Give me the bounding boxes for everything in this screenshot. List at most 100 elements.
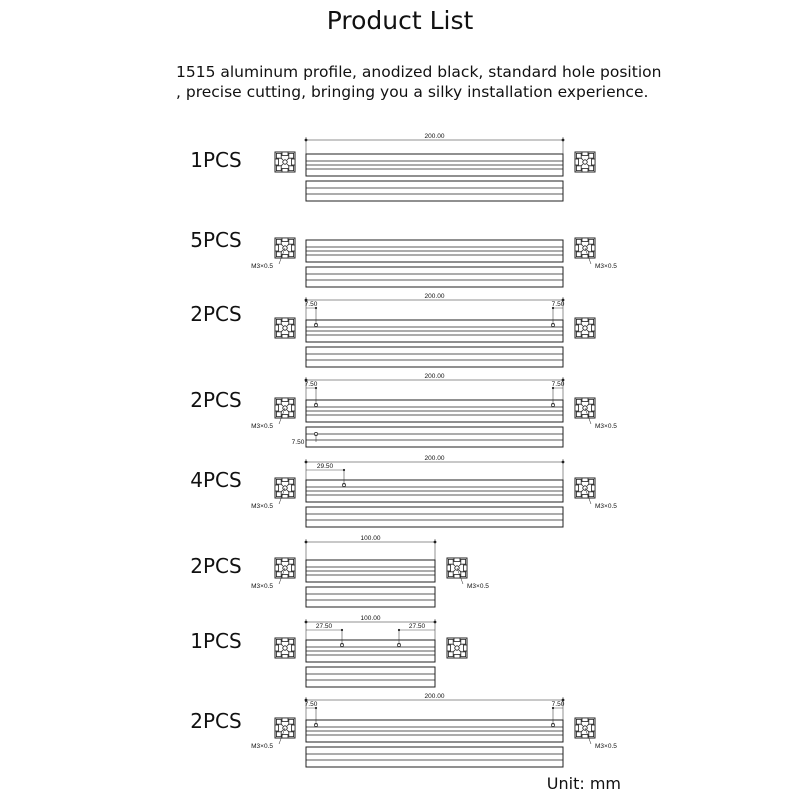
- tap-leader: [584, 407, 592, 425]
- dimension-tick: [304, 460, 308, 464]
- web-line: [280, 403, 284, 407]
- corner-chamber: [460, 639, 467, 645]
- length-label: 100.00: [361, 615, 381, 622]
- corner-chamber: [288, 165, 295, 172]
- left-tap-label: M3×0.5: [251, 503, 273, 510]
- corner-chamber: [460, 571, 467, 577]
- right-end-cross-section: [574, 317, 596, 339]
- corner-chamber: [447, 651, 454, 657]
- tap-leader: [584, 487, 592, 505]
- t-slot: [291, 644, 296, 652]
- dimension-tick: [561, 698, 565, 702]
- corner-chamber: [275, 571, 282, 577]
- web-line: [286, 403, 290, 407]
- t-slot: [574, 484, 579, 492]
- profile-top-view: [305, 180, 564, 202]
- profile-top-view: [305, 266, 564, 288]
- unit-label: Unit: mm: [546, 774, 621, 793]
- web-line: [586, 243, 590, 247]
- left-end-cross-section: [274, 637, 296, 659]
- left-end-cross-section: [274, 151, 296, 173]
- web-line: [580, 157, 584, 161]
- t-slot: [581, 237, 589, 242]
- profile-top-view: [305, 506, 564, 528]
- t-slot: [591, 724, 596, 732]
- web-line: [286, 489, 290, 493]
- center-bore: [282, 645, 288, 651]
- web-line: [280, 563, 284, 567]
- t-slot: [591, 158, 596, 166]
- center-bore: [582, 325, 588, 331]
- corner-chamber: [275, 165, 282, 172]
- corner-chamber: [576, 491, 582, 498]
- web-line: [580, 243, 584, 247]
- t-slot: [291, 244, 296, 252]
- web-line: [280, 723, 284, 727]
- t-slot: [281, 717, 289, 722]
- corner-chamber: [275, 719, 282, 725]
- web-line: [280, 249, 284, 253]
- web-line: [286, 569, 290, 573]
- profile-top-view: [305, 346, 564, 368]
- web-line: [452, 569, 456, 573]
- corner-chamber: [447, 559, 454, 565]
- center-bore: [282, 325, 288, 331]
- product-description: 1515 aluminum profile, anodized black, s…: [176, 62, 661, 102]
- quantity-label: 2PCS: [190, 388, 241, 412]
- t-slot: [581, 397, 589, 402]
- corner-chamber: [275, 331, 282, 338]
- corner-chamber: [588, 719, 594, 725]
- web-line: [586, 329, 590, 333]
- corner-chamber: [576, 165, 582, 172]
- t-slot: [281, 317, 289, 322]
- t-slot: [291, 404, 296, 412]
- corner-chamber: [288, 398, 295, 405]
- corner-chamber: [275, 731, 282, 737]
- web-line: [286, 483, 290, 487]
- t-slot: [274, 484, 279, 492]
- t-slot: [274, 244, 279, 252]
- center-bore: [454, 645, 460, 651]
- dimension-tick: [304, 298, 308, 302]
- corner-chamber: [588, 411, 594, 418]
- hole-offset-label: 7.50: [552, 301, 565, 308]
- corner-chamber: [288, 719, 295, 725]
- t-slot: [274, 644, 279, 652]
- web-line: [286, 163, 290, 167]
- t-slot: [281, 574, 289, 579]
- length-label: 200.00: [425, 455, 445, 462]
- corner-chamber: [588, 331, 594, 338]
- left-tap-label: M3×0.5: [251, 583, 273, 590]
- corner-chamber: [460, 559, 467, 565]
- t-slot: [281, 494, 289, 499]
- web-line: [286, 643, 290, 647]
- t-slot: [574, 158, 579, 166]
- t-slot: [574, 724, 579, 732]
- t-slot: [274, 158, 279, 166]
- length-label: 100.00: [361, 535, 381, 542]
- right-tap-label: M3×0.5: [595, 263, 617, 270]
- t-slot: [274, 404, 279, 412]
- corner-chamber: [288, 559, 295, 565]
- corner-chamber: [588, 478, 594, 485]
- left-tap-label: M3×0.5: [251, 423, 273, 430]
- length-label: 200.00: [425, 133, 445, 140]
- corner-chamber: [275, 318, 282, 325]
- web-line: [586, 157, 590, 161]
- t-slot: [591, 484, 596, 492]
- t-slot: [281, 654, 289, 659]
- corner-chamber: [288, 651, 295, 657]
- dimension-tick: [304, 138, 308, 142]
- web-line: [286, 249, 290, 253]
- hole-offset-label: 7.50: [305, 301, 318, 308]
- center-bore: [582, 159, 588, 165]
- web-line: [452, 563, 456, 567]
- web-line: [580, 323, 584, 327]
- corner-chamber: [288, 639, 295, 645]
- quantity-label: 1PCS: [190, 629, 241, 653]
- t-slot: [281, 637, 289, 642]
- right-tap-label: M3×0.5: [595, 743, 617, 750]
